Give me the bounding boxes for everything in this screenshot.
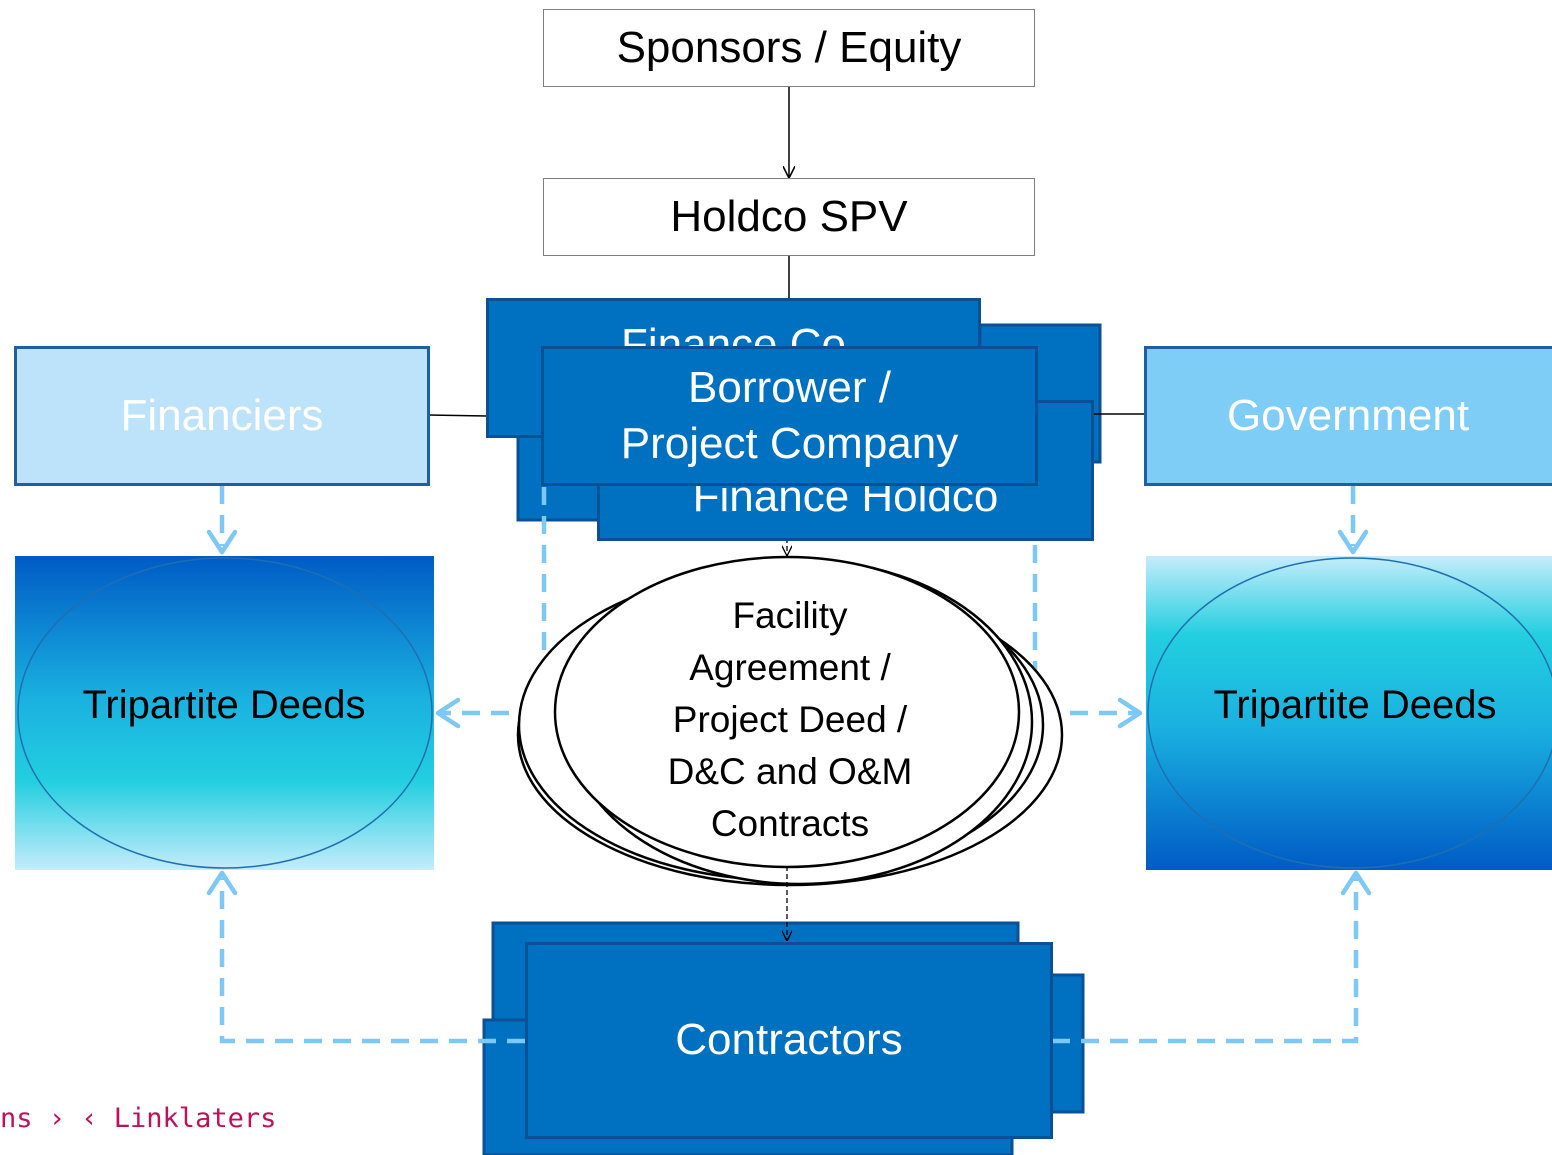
facility-line-3: Project Deed / (672, 699, 908, 740)
arrowhead-left-deeds (435, 697, 461, 729)
tripartite-deeds-right-panel (1146, 556, 1552, 870)
facility-line-5: Contracts (710, 803, 870, 844)
arrowhead-government-deeds (1337, 529, 1369, 555)
arrowhead-left-deeds-bottom (206, 870, 238, 896)
tripartite-deeds-right-label: Tripartite Deeds (1213, 683, 1497, 727)
facility-line-2: Agreement / (689, 647, 891, 688)
tripartite-right-ellipse (1147, 557, 1552, 869)
contractors-box: Contractors (525, 942, 1053, 1139)
dash-contractors-right-to-deeds (1052, 878, 1359, 1044)
borrower-label-line2: Project Company (620, 419, 959, 468)
holdco-spv-box: Holdco SPV (543, 178, 1035, 256)
dash-borrower-left-to-deeds (440, 487, 547, 716)
tripartite-deeds-left-panel (15, 556, 434, 870)
tripartite-deeds-left-label: Tripartite Deeds (82, 683, 366, 727)
facility-agreement-text: Facility Agreement / Project Deed / D&C … (620, 590, 960, 850)
facility-ellipse-stack (516, 555, 1064, 887)
arrowhead-financiers-deeds (206, 529, 238, 555)
government-box: Government (1144, 346, 1552, 486)
facility-line-4: D&C and O&M (667, 751, 913, 792)
footer-brand: ns › ‹ Linklaters (0, 1103, 277, 1134)
borrower-project-company-box: Borrower / Project Company (541, 346, 1038, 486)
dash-contractors-left-to-deeds (219, 878, 525, 1044)
sponsors-equity-box: Sponsors / Equity (543, 9, 1035, 87)
borrower-label-line1: Borrower / (688, 363, 891, 412)
tripartite-left-ellipse (17, 557, 433, 869)
dash-borrower-right-to-deeds (1032, 487, 1138, 716)
facility-line-1: Facility (732, 595, 848, 636)
arrowhead-right-deeds-bottom (1340, 870, 1372, 896)
arrowhead-right-deeds (1117, 697, 1143, 729)
financiers-box: Financiers (14, 346, 430, 486)
